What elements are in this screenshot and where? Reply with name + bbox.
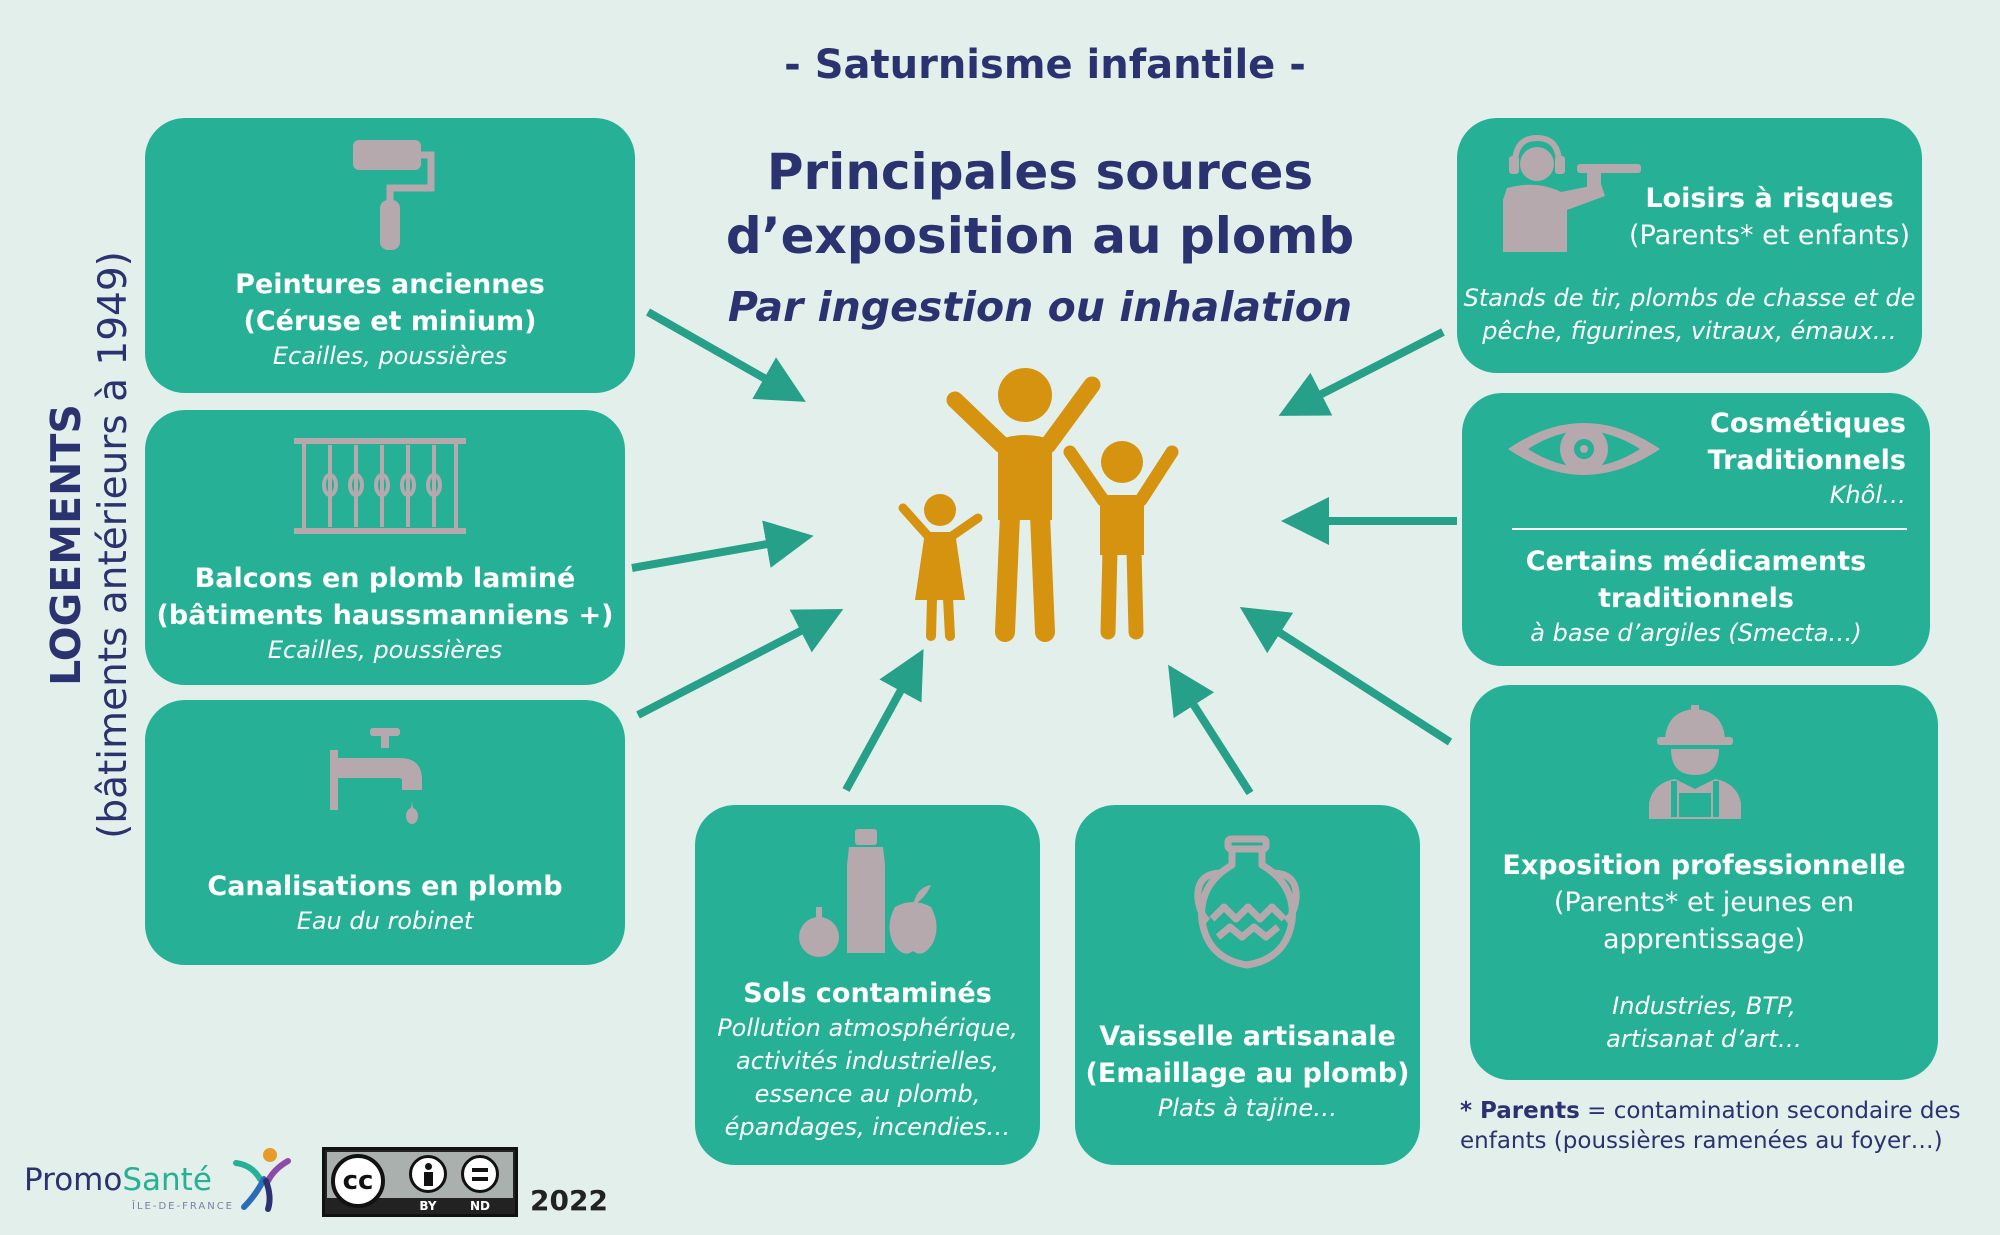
main-title: Principales sources d’exposition au plom… bbox=[640, 140, 1440, 268]
card-peintures: Peintures anciennes (Céruse et minium) E… bbox=[145, 118, 635, 393]
shooter-icon bbox=[1503, 134, 1641, 252]
family-icon bbox=[898, 368, 1179, 642]
peintures-sub: Ecailles, poussières bbox=[272, 342, 508, 370]
balcons-title2: (bâtiments haussmanniens +) bbox=[156, 600, 614, 631]
year: 2022 bbox=[530, 1184, 608, 1217]
nd-no-derivatives-icon bbox=[461, 1155, 499, 1193]
footnote: * Parents = contamination secondaire des… bbox=[1460, 1096, 1980, 1156]
sols-title1: Sols contaminés bbox=[743, 978, 992, 1009]
balcony-railing-icon bbox=[294, 438, 466, 534]
nd-label: ND bbox=[469, 1199, 490, 1213]
cosmetiques-title2: Traditionnels bbox=[1707, 445, 1906, 476]
arrow-balcons bbox=[631, 520, 814, 572]
cc-icon: cc bbox=[331, 1154, 385, 1208]
arrow-loisirs bbox=[1278, 328, 1445, 416]
card-vaisselle: Vaisselle artisanale (Emaillage au plomb… bbox=[1075, 805, 1420, 1165]
balcons-title1: Balcons en plomb laminé bbox=[194, 563, 576, 594]
arrow-professionnelle bbox=[1239, 607, 1453, 746]
professionnelle-reg1: (Parents* et jeunes en bbox=[1553, 887, 1855, 918]
card-divider bbox=[1512, 528, 1907, 530]
professionnelle-reg2: apprentissage) bbox=[1602, 924, 1806, 955]
canalisations-sub: Eau du robinet bbox=[296, 907, 474, 935]
card-canalisations: Canalisations en plomb Eau du robinet bbox=[145, 700, 625, 965]
sols-sub2: activités industrielles, bbox=[736, 1047, 999, 1075]
water-tap-icon bbox=[330, 728, 422, 824]
loisirs-title1: Loisirs à risques bbox=[1645, 183, 1894, 214]
cosmetiques-title1: Cosmétiques bbox=[1710, 408, 1906, 439]
food-produce-icon bbox=[799, 829, 937, 957]
footnote-bold: * Parents bbox=[1460, 1098, 1580, 1124]
paint-roller-icon bbox=[353, 140, 435, 250]
arrow-sols bbox=[842, 648, 924, 792]
canalisations-title1: Canalisations en plomb bbox=[207, 871, 563, 902]
loisirs-sub1: Stands de tir, plombs de chasse et de bbox=[1463, 284, 1916, 312]
eye-icon bbox=[1508, 423, 1660, 475]
arrow-canalisations bbox=[636, 608, 844, 719]
medicaments-title1: Certains médicaments bbox=[1525, 546, 1867, 577]
card-loisirs: Loisirs à risques (Parents* et enfants) … bbox=[1457, 118, 1922, 373]
card-balcons: Balcons en plomb laminé (bâtiments hauss… bbox=[145, 410, 625, 685]
vaisselle-sub: Plats à tajine… bbox=[1157, 1094, 1338, 1122]
arrow-vaisselle bbox=[1168, 664, 1254, 796]
arrow-peintures bbox=[646, 308, 806, 402]
professionnelle-sub1: Industries, BTP, bbox=[1612, 992, 1796, 1020]
footnote-text: = contamination secondaire des enfants (… bbox=[1460, 1098, 1961, 1154]
card-sols: Sols contaminés Pollution atmosphérique,… bbox=[695, 805, 1040, 1165]
professionnelle-title1: Exposition professionnelle bbox=[1502, 850, 1906, 881]
loisirs-sub2: pêche, figurines, vitraux, émaux… bbox=[1482, 317, 1897, 345]
cc-license-badge: cc BY ND bbox=[322, 1147, 518, 1217]
brand-figure-icon bbox=[233, 1148, 291, 1212]
brand-region: ÎLE-DE-FRANCE bbox=[132, 1201, 234, 1212]
vaisselle-title2: (Emaillage au plomb) bbox=[1085, 1058, 1410, 1089]
card-professionnelle: Exposition professionnelle (Parents* et … bbox=[1470, 685, 1938, 1080]
brand-logo: PromoSanté bbox=[24, 1162, 212, 1198]
main-title-line1: Principales sources bbox=[766, 143, 1314, 201]
main-title-line2: d’exposition au plomb bbox=[725, 207, 1355, 265]
sols-sub1: Pollution atmosphérique, bbox=[717, 1014, 1018, 1042]
vaisselle-title1: Vaisselle artisanale bbox=[1099, 1021, 1396, 1052]
main-subtitle: Par ingestion ou inhalation bbox=[727, 283, 1353, 331]
by-attribution-icon bbox=[409, 1155, 447, 1193]
sols-sub3: essence au plomb, bbox=[754, 1080, 981, 1108]
medicaments-title2: traditionnels bbox=[1598, 583, 1794, 614]
card-cosmetiques-medicaments: Cosmétiques Traditionnels Khôl… Certains… bbox=[1462, 393, 1930, 666]
balcons-sub: Ecailles, poussières bbox=[267, 636, 503, 664]
by-label: BY bbox=[419, 1199, 437, 1213]
sols-sub4: épandages, incendies… bbox=[724, 1113, 1011, 1141]
peintures-title2: (Céruse et minium) bbox=[243, 306, 537, 337]
professionnelle-sub2: artisanat d’art… bbox=[1606, 1025, 1802, 1053]
loisirs-reg: (Parents* et enfants) bbox=[1629, 220, 1910, 251]
cosmetiques-sub: Khôl… bbox=[1829, 481, 1906, 509]
pottery-jug-icon bbox=[1194, 835, 1300, 969]
brand-part-a: Promo bbox=[24, 1162, 123, 1198]
header-title: - Saturnisme infantile - bbox=[784, 42, 1306, 88]
peintures-title1: Peintures anciennes bbox=[235, 269, 545, 300]
construction-worker-icon bbox=[1649, 705, 1741, 819]
medicaments-sub: à base d’argiles (Smecta…) bbox=[1530, 619, 1862, 647]
brand-part-b: Santé bbox=[122, 1162, 212, 1198]
